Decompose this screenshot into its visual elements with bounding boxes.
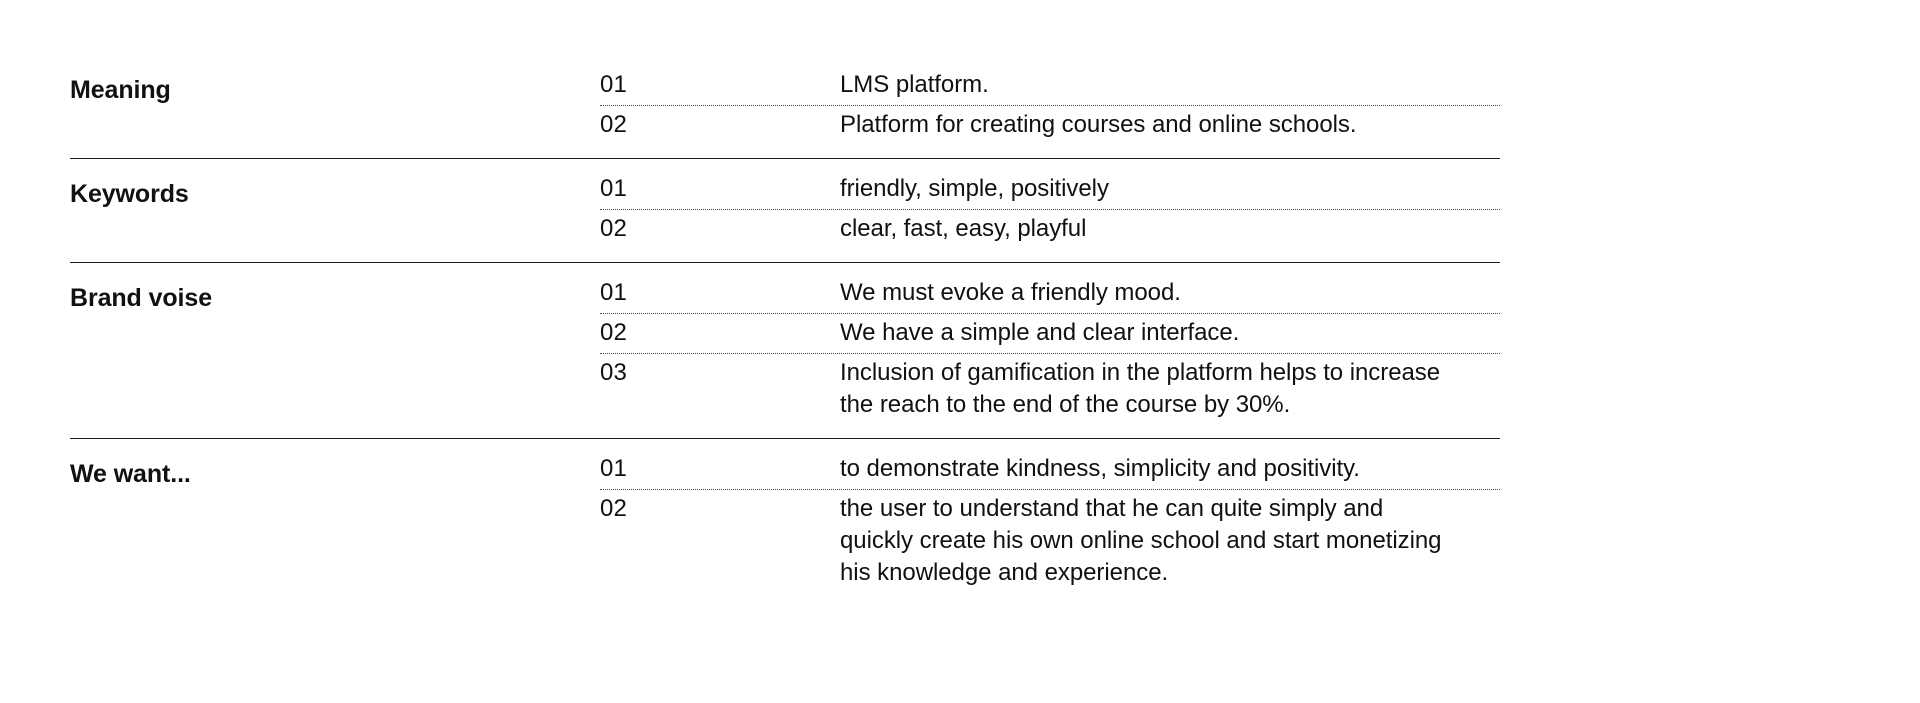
- table-row: 03 Inclusion of gamification in the platf…: [600, 354, 1500, 425]
- section-rows: 01 friendly, simple, positively 02 clear, f…: [600, 170, 1500, 249]
- row-text: to demonstrate kindness, simplicity and …: [840, 453, 1500, 485]
- section-label: We want...: [70, 460, 191, 488]
- spec-section-inner: We want... 01 to demonstrate kindness, sim…: [70, 439, 1500, 606]
- row-text-line: Platform for creating courses and online…: [840, 111, 1357, 138]
- row-number: 01: [600, 71, 628, 98]
- row-text: Platform for creating courses and online…: [840, 109, 1500, 141]
- section-label: Brand voise: [70, 284, 213, 312]
- row-text-line: We have a simple and clear interface.: [840, 319, 1240, 346]
- row-text: Inclusion of gamification in the platfor…: [840, 357, 1500, 421]
- table-row: 01 We must evoke a friendly mood.: [600, 274, 1500, 314]
- row-text: LMS platform.: [840, 69, 1500, 101]
- table-row: 02 We have a simple and clear interface.: [600, 314, 1500, 354]
- row-text-line: We must evoke a friendly mood.: [840, 279, 1181, 306]
- row-number: 02: [600, 495, 628, 522]
- spec-section: Brand voise 01 We must evoke a friendly mo…: [70, 262, 1500, 438]
- spec-section-inner: Keywords 01 friendly, simple, positively 02…: [70, 159, 1500, 262]
- table-row: 01 to demonstrate kindness, simplicity an…: [600, 450, 1500, 490]
- spec-section: Keywords 01 friendly, simple, positively 02…: [70, 158, 1500, 262]
- spec-section: We want... 01 to demonstrate kindness, sim…: [70, 438, 1500, 606]
- row-text-line: friendly, simple, positively: [840, 175, 1109, 202]
- brand-spec-table: Meaning 01 LMS platform. 02 Platform for cre…: [70, 55, 1500, 606]
- table-row: 02 the user to understand that he can qui…: [600, 490, 1500, 593]
- row-number: 02: [600, 319, 628, 346]
- row-number: 02: [600, 111, 628, 138]
- spec-section-inner: Meaning 01 LMS platform. 02 Platform for cre…: [70, 55, 1500, 158]
- row-text: We must evoke a friendly mood.: [840, 277, 1500, 309]
- row-text: clear, fast, easy, playful: [840, 213, 1500, 245]
- row-text-line: the reach to the end of the course by 30…: [840, 391, 1291, 418]
- row-text-line: his knowledge and experience.: [840, 559, 1169, 586]
- row-number: 03: [600, 359, 628, 386]
- table-row: 01 friendly, simple, positively: [600, 170, 1500, 210]
- row-number: 02: [600, 215, 628, 242]
- section-rows: 01 LMS platform. 02 Platform for creating c…: [600, 66, 1500, 145]
- row-text: friendly, simple, positively: [840, 173, 1500, 205]
- row-number: 01: [600, 279, 628, 306]
- row-text-line: the user to understand that he can quite…: [840, 495, 1384, 522]
- row-text: We have a simple and clear interface.: [840, 317, 1500, 349]
- spec-section: Meaning 01 LMS platform. 02 Platform for cre…: [70, 55, 1500, 158]
- row-number: 01: [600, 455, 628, 482]
- section-rows: 01 to demonstrate kindness, simplicity an…: [600, 450, 1500, 593]
- table-row: 01 LMS platform.: [600, 66, 1500, 106]
- row-text-line: quickly create his own online school and…: [840, 527, 1442, 554]
- row-text-line: clear, fast, easy, playful: [840, 215, 1087, 242]
- row-text-line: to demonstrate kindness, simplicity and …: [840, 455, 1360, 482]
- row-text-line: LMS platform.: [840, 71, 989, 98]
- spec-section-inner: Brand voise 01 We must evoke a friendly mo…: [70, 263, 1500, 438]
- row-text-line: Inclusion of gamification in the platfor…: [840, 359, 1441, 386]
- row-text: the user to understand that he can quite…: [840, 493, 1500, 589]
- section-label: Meaning: [70, 76, 171, 104]
- section-rows: 01 We must evoke a friendly mood. 02 We hav…: [600, 274, 1500, 425]
- table-row: 02 clear, fast, easy, playful: [600, 210, 1500, 249]
- row-number: 01: [600, 175, 628, 202]
- section-label: Keywords: [70, 180, 189, 208]
- table-row: 02 Platform for creating courses and onli…: [600, 106, 1500, 145]
